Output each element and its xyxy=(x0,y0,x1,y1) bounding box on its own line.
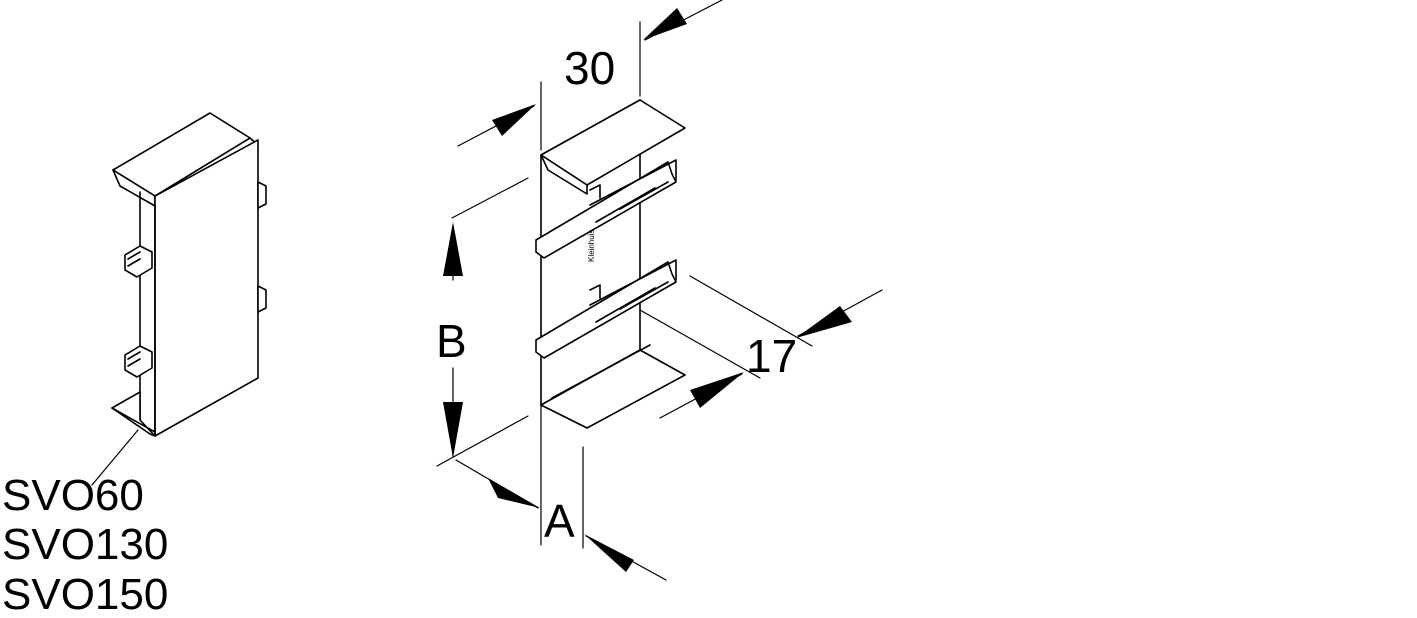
svg-text:Kleinhuis: Kleinhuis xyxy=(587,230,596,262)
dimension-30-label: 30 xyxy=(564,42,615,94)
part-number: SVO150 xyxy=(2,570,168,618)
dimension-a: A xyxy=(455,404,667,581)
dimension-17: 17 xyxy=(639,275,883,419)
part-number: SVO60 xyxy=(2,471,144,520)
dimension-30: 30 xyxy=(457,0,723,151)
end-cap-open-view: Kleinhuis xyxy=(535,99,686,429)
part-number: SVO130 xyxy=(2,520,168,569)
dimension-b-label: B xyxy=(436,315,467,367)
dimension-b: B xyxy=(436,177,529,467)
end-cap-closed-view xyxy=(91,112,267,486)
part-number-list: SVO60 SVO130 SVO150 xyxy=(2,471,168,618)
dimension-17-label: 17 xyxy=(746,330,797,382)
dimension-a-label: A xyxy=(544,495,575,547)
